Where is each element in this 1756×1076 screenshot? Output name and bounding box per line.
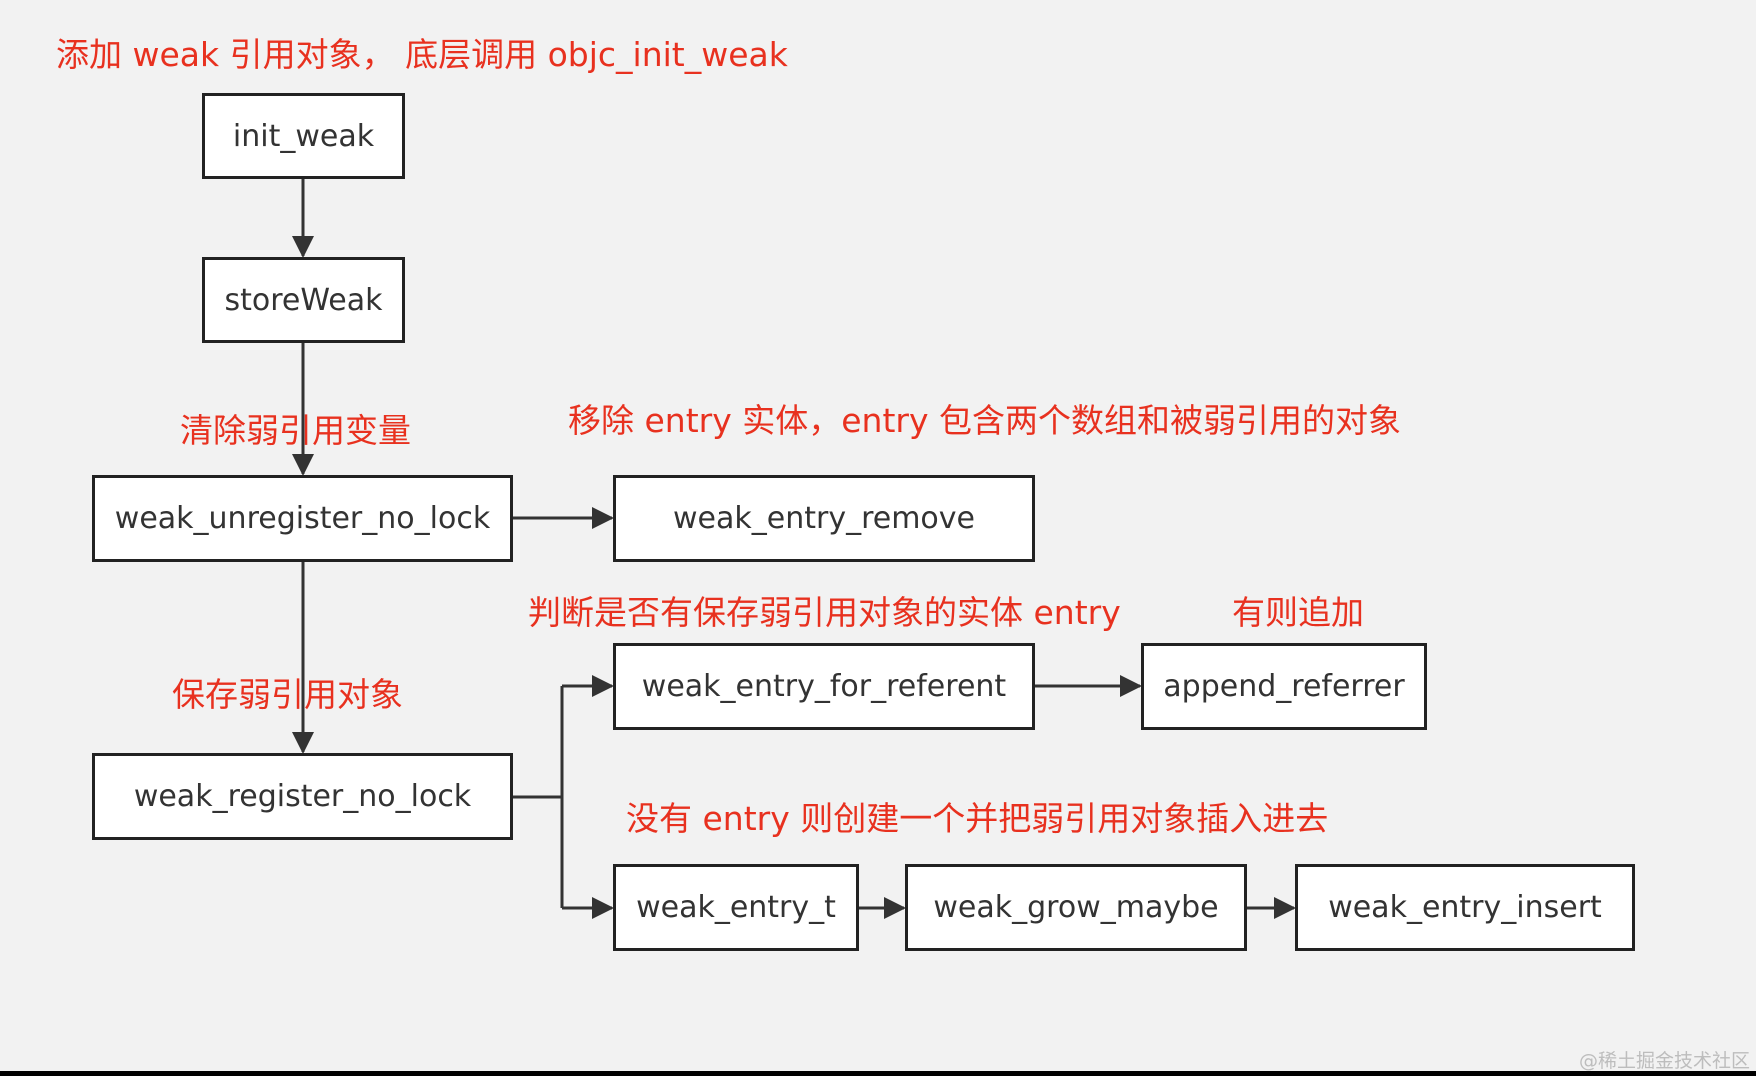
bottom-bar xyxy=(0,1071,1756,1076)
node-weak-unregister-no-lock: weak_unregister_no_lock xyxy=(92,475,513,562)
node-store-weak: storeWeak xyxy=(202,257,405,343)
annotation-create-entry: 没有 entry 则创建一个并把弱引用对象插入进去 xyxy=(626,799,1329,838)
annotation-check-entry: 判断是否有保存弱引用对象的实体 entry xyxy=(528,593,1121,632)
node-weak-entry-remove: weak_entry_remove xyxy=(613,475,1035,562)
node-init-weak: init_weak xyxy=(202,93,405,179)
watermark: @稀土掘金技术社区 xyxy=(1578,1050,1750,1071)
annotation-remove-entry: 移除 entry 实体，entry 包含两个数组和被弱引用的对象 xyxy=(568,401,1401,440)
annotation-add-weak: 添加 weak 引用对象， 底层调用 objc_init_weak xyxy=(56,35,788,74)
node-weak-entry-for-referent: weak_entry_for_referent xyxy=(613,643,1035,730)
node-append-referrer: append_referrer xyxy=(1141,643,1427,730)
annotation-append-if-exists: 有则追加 xyxy=(1232,593,1364,632)
node-weak-entry-insert: weak_entry_insert xyxy=(1295,864,1635,951)
node-weak-grow-maybe: weak_grow_maybe xyxy=(905,864,1247,951)
annotation-save-weak: 保存弱引用对象 xyxy=(172,675,403,714)
node-weak-entry-t: weak_entry_t xyxy=(613,864,859,951)
annotation-clear-weak: 清除弱引用变量 xyxy=(180,411,411,450)
node-weak-register-no-lock: weak_register_no_lock xyxy=(92,753,513,840)
